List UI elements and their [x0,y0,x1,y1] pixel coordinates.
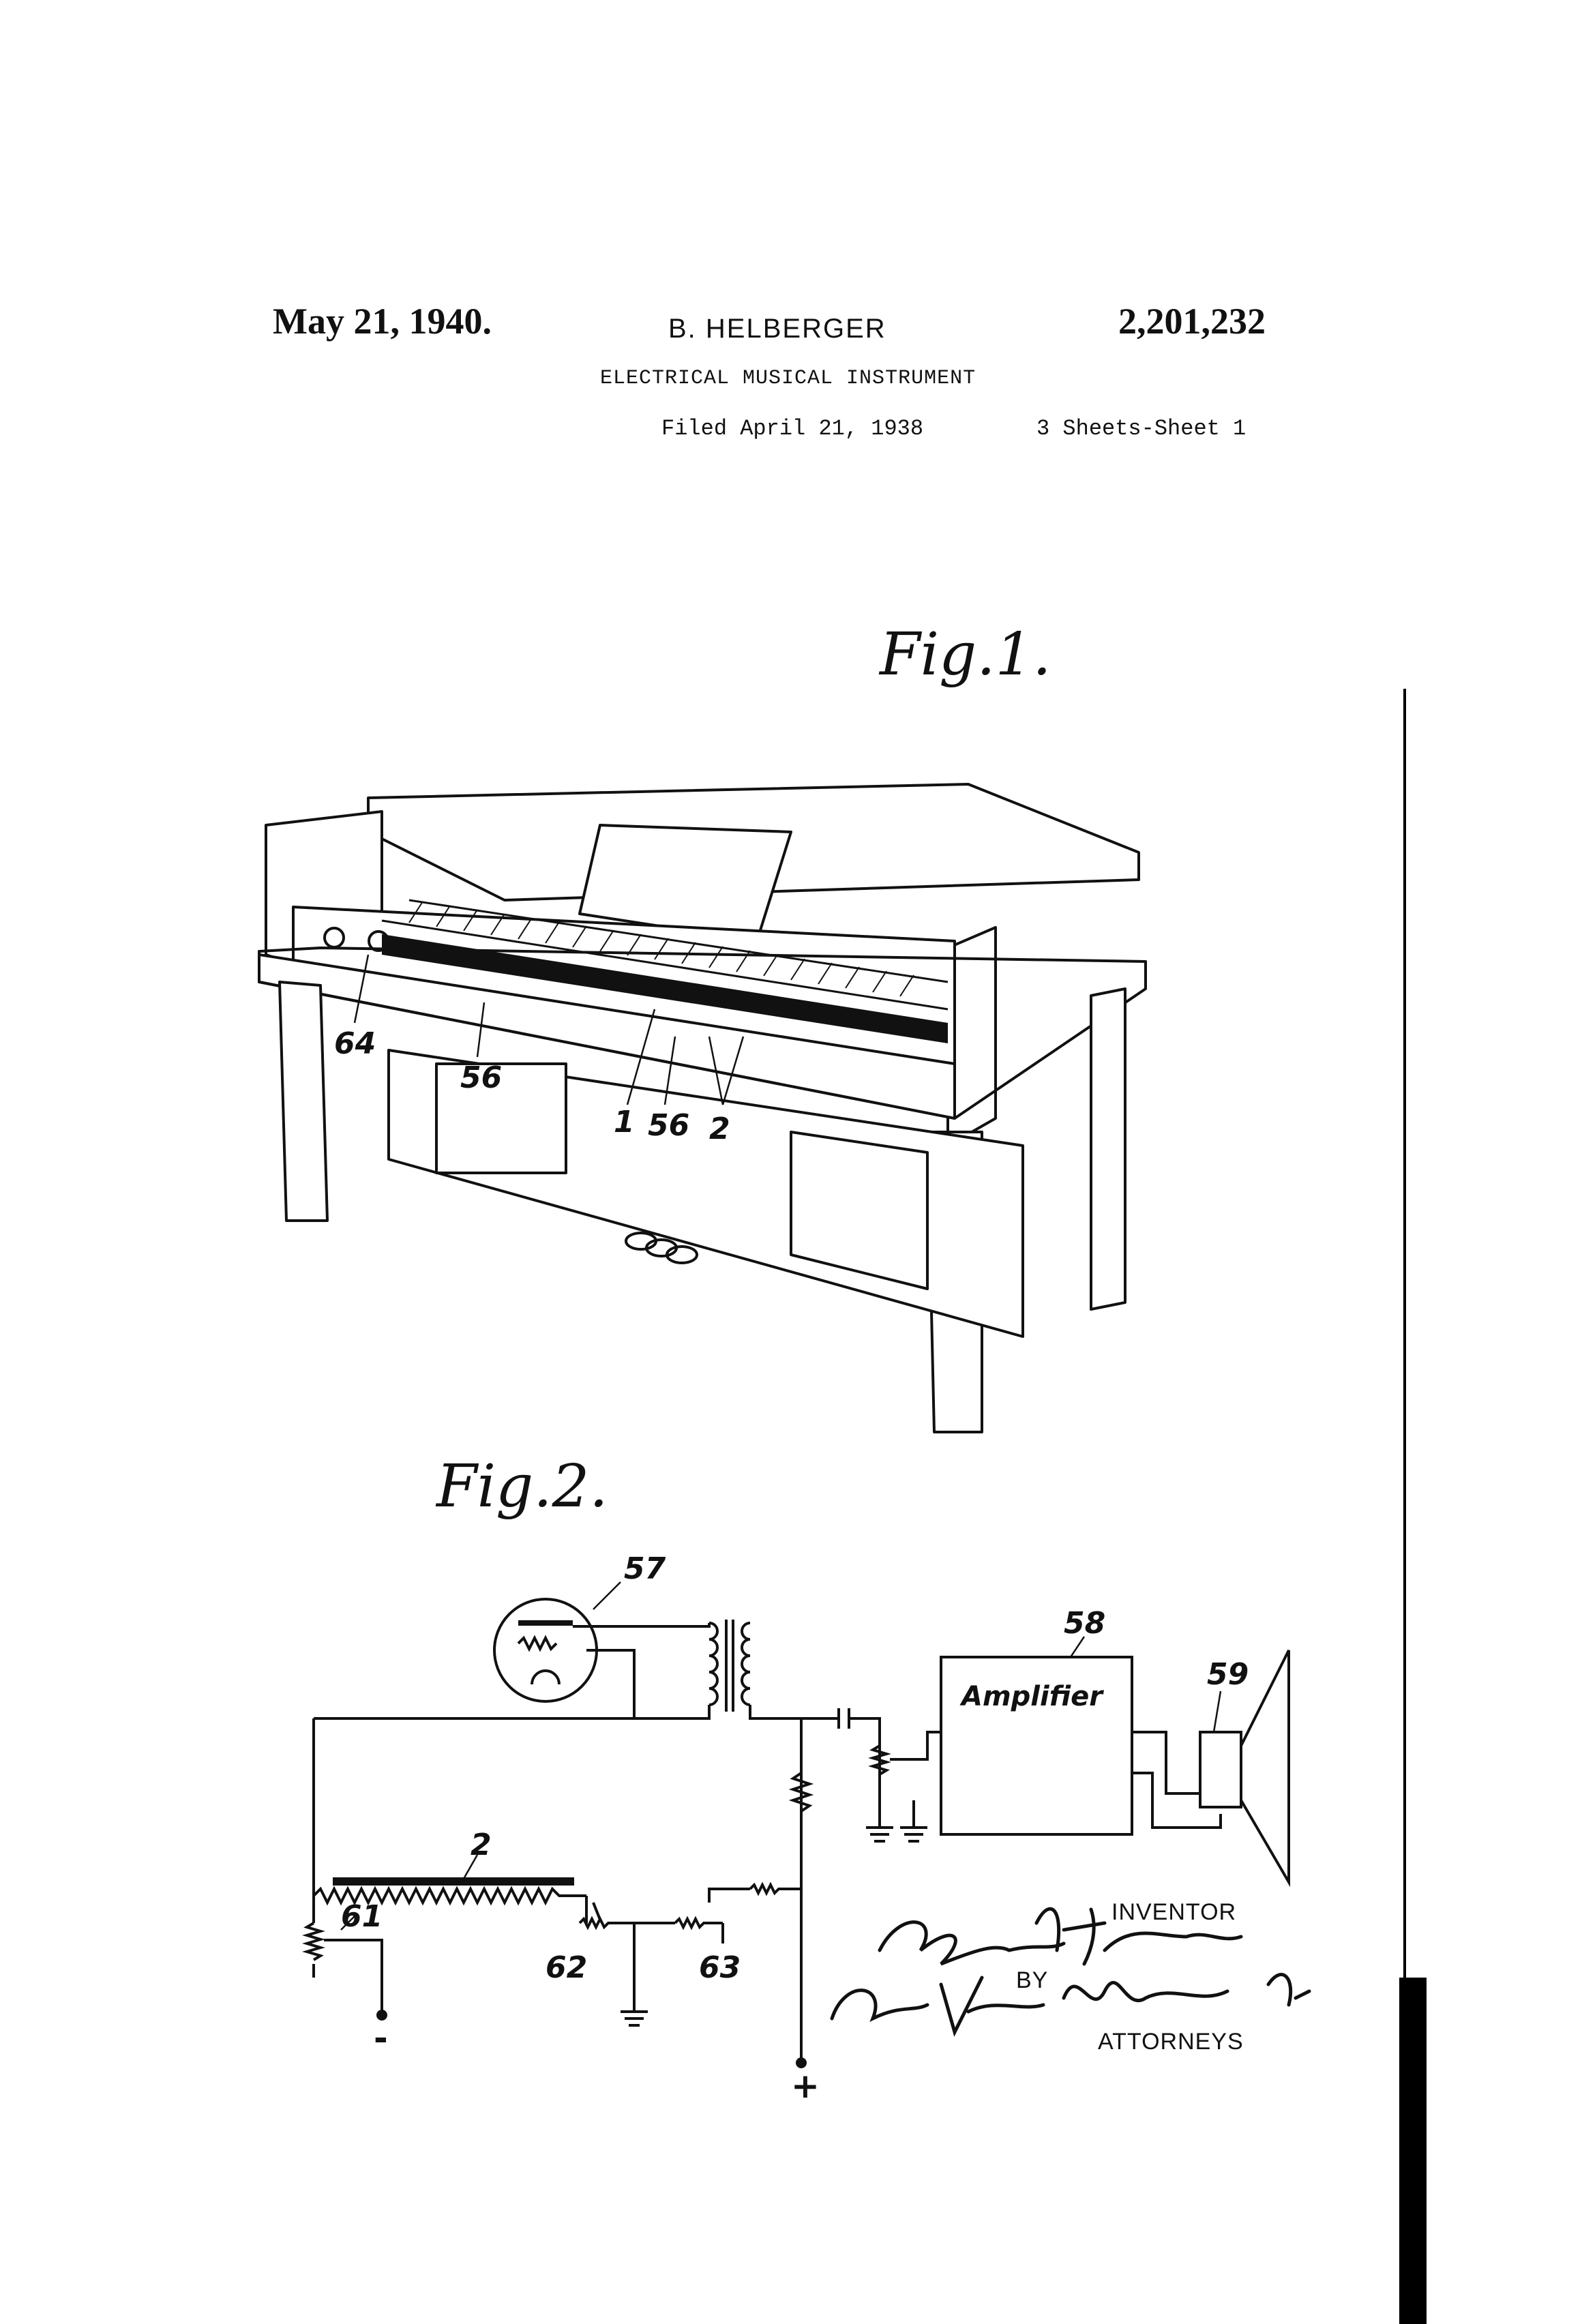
transformer-primary [708,1622,719,1706]
ref-56a: 56 [460,1060,503,1095]
right-cabinet-panel [790,1131,929,1290]
fig2-label: Fig.2. [436,1452,608,1521]
leader-1 [626,1009,656,1105]
pot-61 [302,1922,325,1961]
tone-strip-2 [333,1877,574,1886]
black-key-strip [382,934,948,1043]
ref-63: 63 [699,1950,741,1985]
patent-date: May 21, 1940. [273,301,492,342]
inventor-label: INVENTOR [1111,1899,1237,1925]
inventor-signature [878,1907,1243,1966]
inventor-name: B. HELBERGER [668,314,886,344]
fig1-label: Fig.1. [880,621,1051,689]
amplifier-box [940,1656,1133,1836]
amplifier-label: Amplifier [961,1681,1103,1712]
volume-pot [868,1744,891,1776]
patent-title: ELECTRICAL MUSICAL INSTRUMENT [600,367,976,390]
wire [586,1649,636,1718]
vacuum-tube [493,1598,598,1703]
ref-1: 1 [614,1105,635,1139]
ref-62: 62 [546,1950,588,1985]
wire [573,1623,711,1628]
ref-2-circuit: 2 [471,1828,492,1862]
ref-57: 57 [624,1551,666,1586]
wire [849,1717,881,1814]
pot-63 [674,1916,723,1931]
filed-date: Filed April 21, 1938 [661,416,924,441]
plus-terminal: + [791,2066,820,2106]
resistor-2 [312,1886,586,1906]
ref-58: 58 [1064,1606,1106,1641]
ref-59: 59 [1207,1657,1249,1692]
wire [749,1705,839,1720]
transformer-secondary [741,1622,751,1706]
sheet-count: 3 Sheets-Sheet 1 [1036,416,1247,441]
pot-62 [578,1916,634,1931]
ref-64: 64 [334,1026,376,1061]
leader-2 [708,1036,745,1105]
front-left-leg [278,981,329,1222]
left-cabinet-panel [435,1062,567,1174]
ref-56b: 56 [648,1108,690,1143]
back-right-leg [1090,987,1126,1311]
resistor-vertical [788,1772,814,1813]
patent-number: 2,201,232 [1118,301,1266,342]
leader-56b [663,1036,676,1105]
speaker-driver [1199,1731,1242,1808]
attorneys-label: ATTORNEYS [1098,2029,1244,2055]
minus-terminal: - [374,2018,388,2058]
margin-rule [1403,689,1406,2319]
pedal [666,1245,698,1264]
leader-64 [353,954,370,1024]
keyboard-keys [381,899,949,1011]
ref-61: 61 [341,1899,383,1934]
speaker-cone [1240,1650,1290,1888]
ref-2: 2 [709,1112,730,1146]
control-knob [323,927,345,949]
table-top [258,947,1147,1120]
wire [314,1705,711,1720]
leader-56a [476,1002,486,1058]
attorneys-signature [830,1973,1311,2037]
margin-bar [1399,1978,1427,2324]
by-label: BY [1016,1967,1049,1993]
